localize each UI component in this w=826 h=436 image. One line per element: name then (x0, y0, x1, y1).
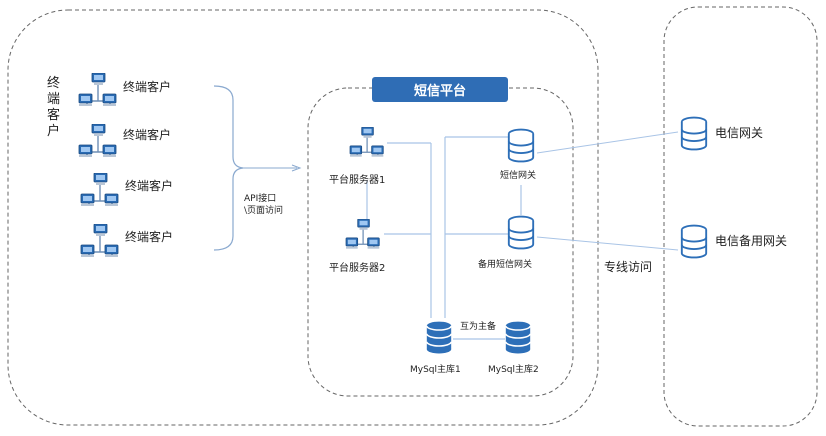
mysql2-database-icon (505, 320, 531, 355)
client-label: 终端客户 (125, 230, 174, 244)
client-computer-icon (80, 173, 119, 207)
sms-gateway-icon (507, 128, 535, 163)
platform-links (366, 136, 522, 340)
client-label: 终端客户 (123, 80, 172, 94)
page-access-label: \页面访问 (244, 206, 284, 216)
mysql1-database-icon (426, 320, 452, 355)
mysql2-label: MySql主库2 (488, 365, 539, 375)
server-computer-icon (345, 219, 380, 250)
backup-gateway-icon (507, 215, 535, 250)
telecom-container (663, 6, 818, 427)
backup-gateway-label: 备用短信网关 (478, 260, 533, 270)
telecom-backup-gateway-label: 电信备用网关 (715, 234, 788, 248)
server1-label: 平台服务器1 (329, 175, 386, 186)
telecom-gateway-icon (680, 116, 708, 151)
client-label: 终端客户 (123, 128, 172, 142)
client-computer-icon (78, 124, 117, 158)
client-computer-icon (78, 73, 117, 107)
left-container (7, 9, 599, 426)
client-label: 终端客户 (125, 179, 174, 193)
server2-label: 平台服务器2 (329, 263, 386, 274)
replication-label: 互为主备 (460, 322, 497, 332)
telecom-backup-gateway-icon (680, 224, 708, 259)
telecom-gateway-label: 电信网关 (715, 126, 764, 140)
client-brace (213, 85, 244, 251)
dedicated-line-label: 专线访问 (604, 260, 653, 274)
access-arrow-head (291, 164, 302, 172)
platform-title: 短信平台 (372, 77, 508, 102)
client-computer-icon (80, 224, 119, 258)
client-group-title: 终端客户 (47, 76, 61, 139)
api-label: API接口 (244, 194, 277, 204)
sms-gateway-label: 短信网关 (500, 171, 537, 181)
mysql1-label: MySql主库1 (410, 365, 461, 375)
server-computer-icon (349, 127, 384, 158)
dedicated-lines (536, 131, 679, 251)
